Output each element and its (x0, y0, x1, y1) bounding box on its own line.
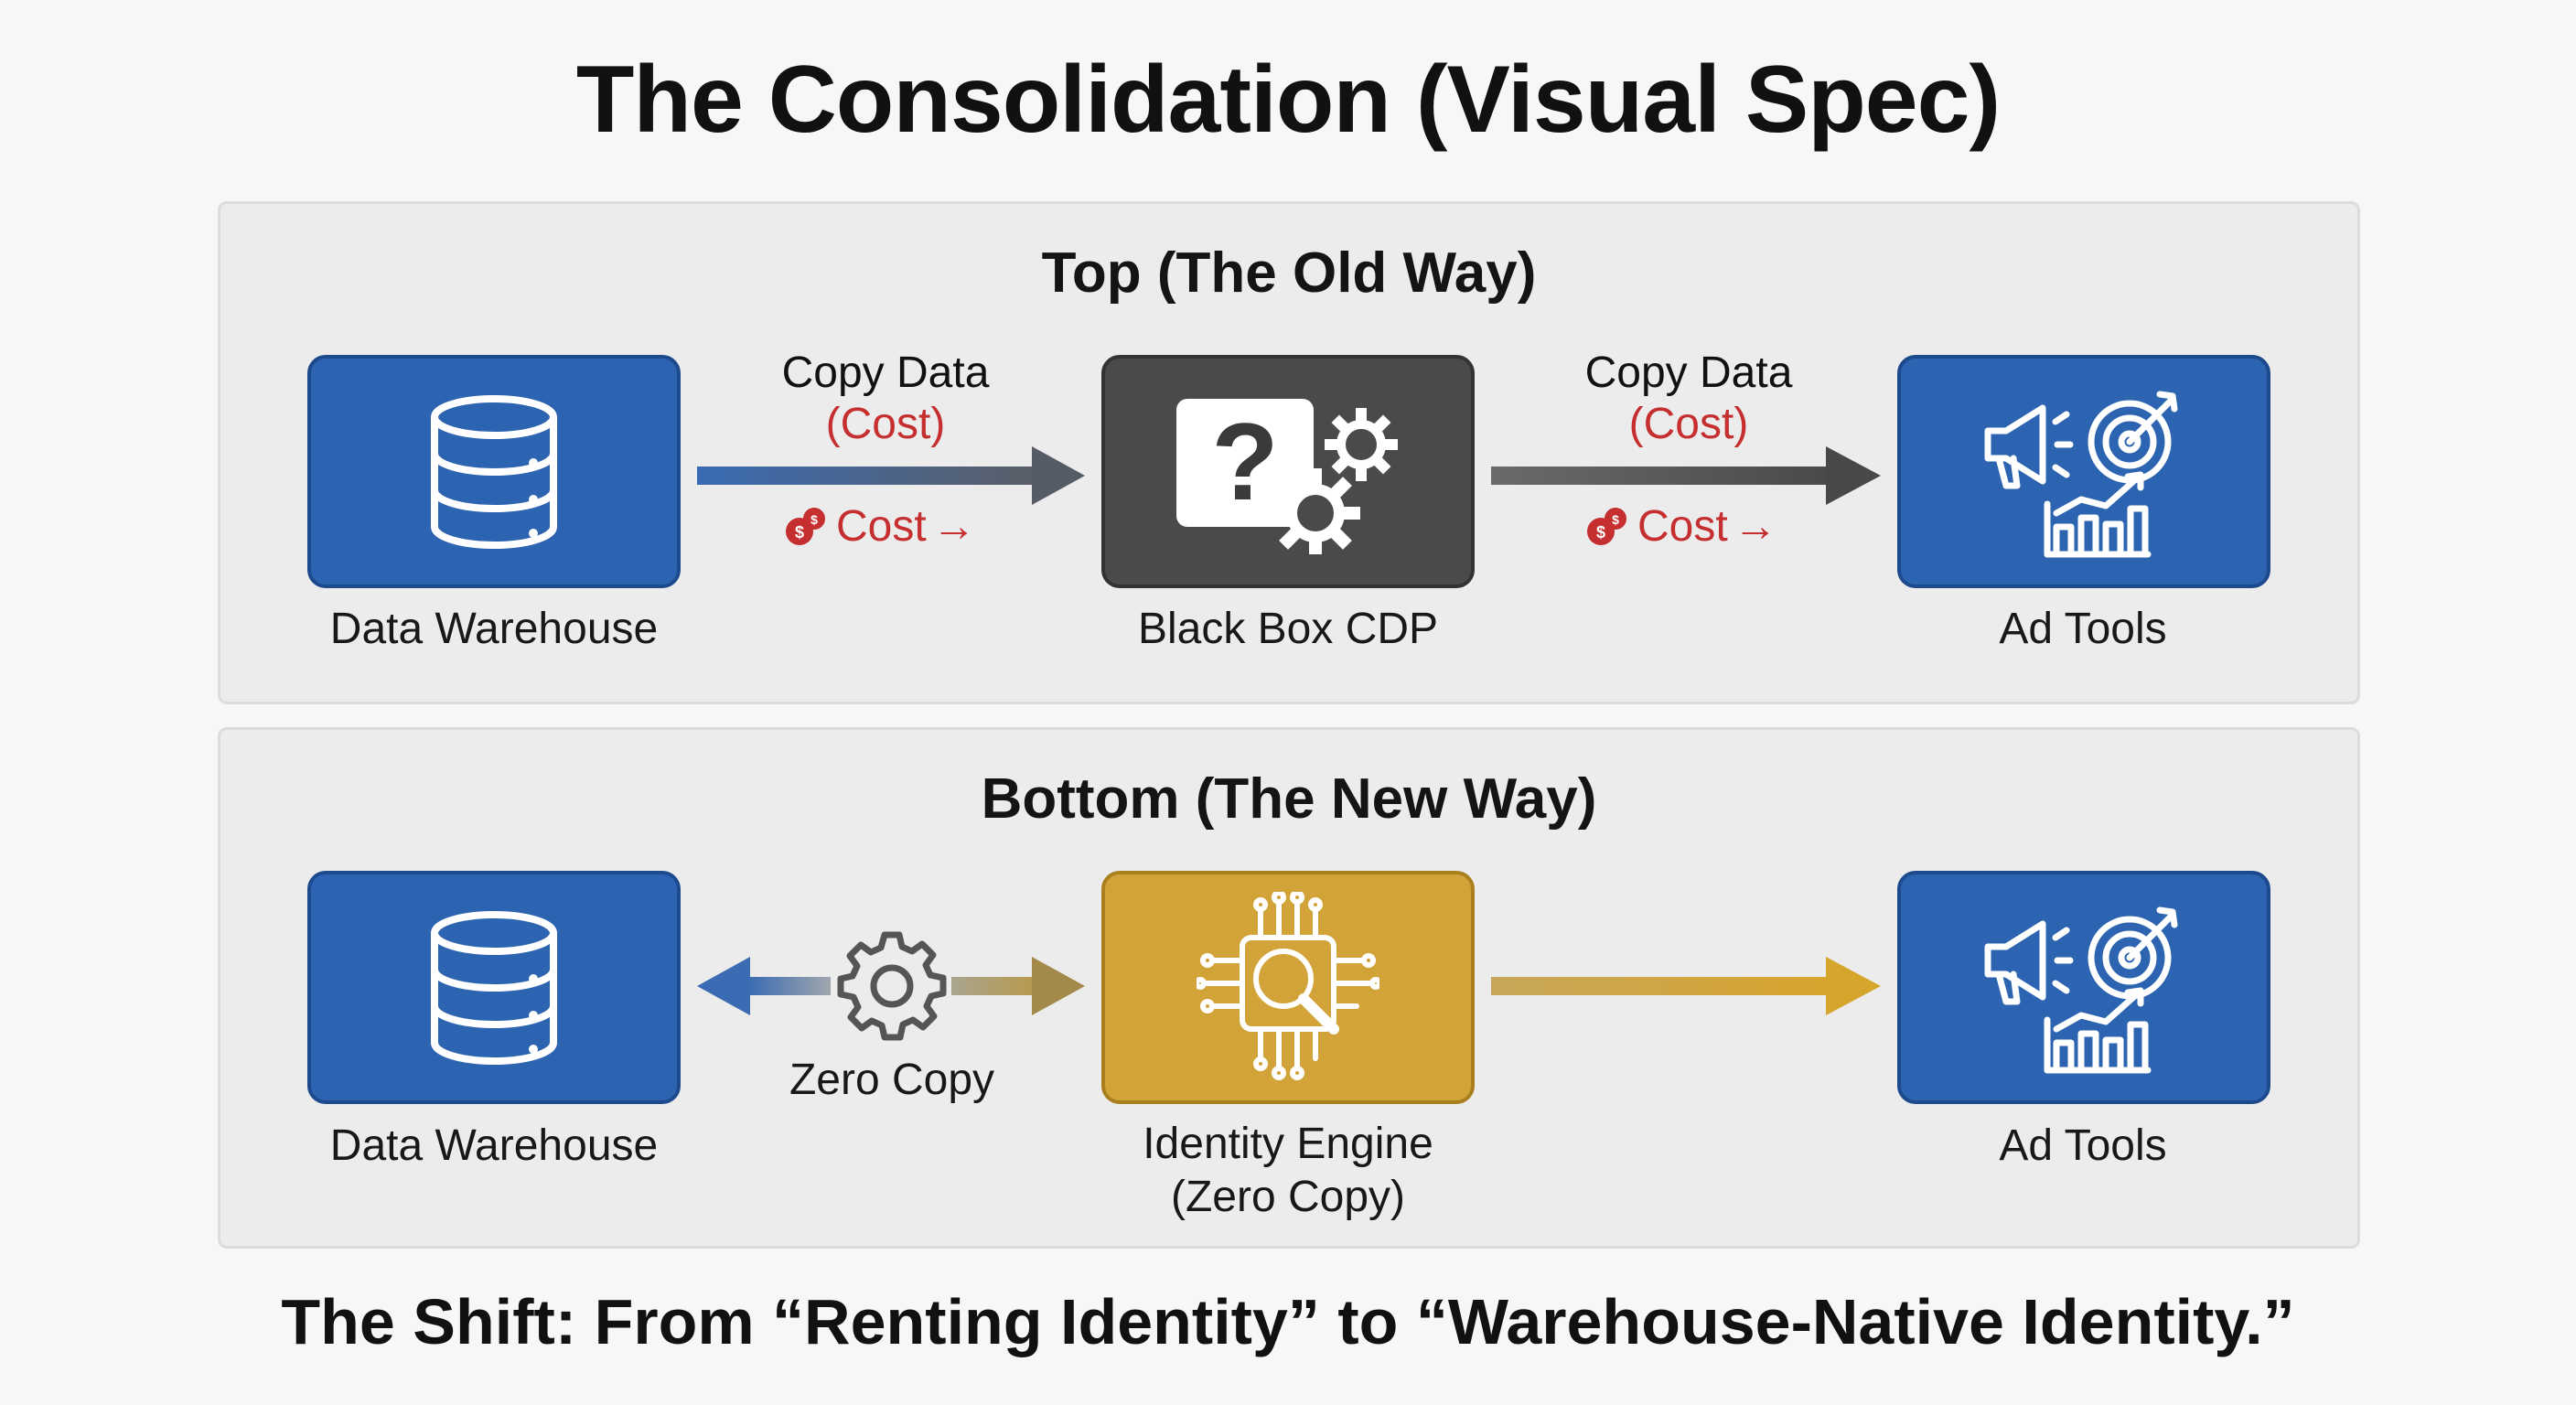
zero-copy-label: Zero Copy (789, 1056, 995, 1104)
cdp-label: Black Box CDP (1137, 605, 1439, 653)
warehouse-label-top: Data Warehouse (329, 605, 659, 653)
identity-engine-line2: (Zero Copy) (1170, 1173, 1406, 1221)
svg-text:?: ? (1211, 401, 1278, 523)
ad-tools-label-top: Ad Tools (1999, 605, 2167, 653)
ai-chip-search-icon (1197, 891, 1379, 1080)
megaphone-target-chart-icon (1984, 391, 2178, 557)
edge-1-line2: (Cost) (825, 400, 946, 448)
coin-icon: $ $ (1587, 507, 1626, 545)
cost-tag-1-text: Cost (836, 502, 927, 551)
identity-engine-node (1101, 871, 1475, 1104)
identity-engine-label: Identity Engine (Zero Copy) (1143, 1118, 1433, 1224)
data-warehouse-node-bottom (307, 871, 681, 1104)
data-warehouse-node-top (307, 355, 681, 588)
database-icon (431, 394, 557, 549)
svg-text:$: $ (1612, 512, 1619, 527)
cost-tag-1: $ $ Cost → (783, 501, 976, 552)
new-way-title: Bottom (The New Way) (981, 767, 1597, 831)
old-way-title: Top (The Old Way) (1041, 241, 1537, 305)
ad-tools-node-top (1897, 355, 2270, 588)
svg-text:$: $ (795, 523, 804, 542)
edge-label-2: Copy Data (Cost) (1585, 348, 1793, 450)
edge-label-1: Copy Data (Cost) (782, 348, 990, 450)
coin-icon: $ $ (786, 507, 825, 545)
question-gears-icon: ? (1176, 398, 1398, 554)
database-icon (431, 910, 557, 1065)
edge-2-line1: Copy Data (1584, 349, 1793, 397)
edge-1-line1: Copy Data (781, 349, 990, 397)
svg-text:$: $ (810, 512, 818, 527)
svg-text:$: $ (1596, 523, 1605, 542)
cost-tag-2: $ $ Cost → (1584, 501, 1777, 552)
warehouse-label-bottom: Data Warehouse (329, 1121, 659, 1170)
arrow-right-icon: → (931, 502, 976, 551)
arrow-right-icon: → (1733, 502, 1777, 551)
black-box-cdp-node: ? (1101, 355, 1475, 588)
megaphone-target-chart-icon (1984, 906, 2178, 1073)
ad-tools-label-bottom: Ad Tools (1999, 1121, 2167, 1170)
ad-tools-node-bottom (1897, 871, 2270, 1104)
cost-tag-2-text: Cost (1637, 502, 1728, 551)
edge-2-line2: (Cost) (1628, 400, 1749, 448)
identity-engine-line1: Identity Engine (1143, 1120, 1433, 1168)
diagram-title: The Consolidation (Visual Spec) (575, 47, 2001, 153)
footer-statement: The Shift: From “Renting Identity” to “W… (281, 1286, 2295, 1357)
